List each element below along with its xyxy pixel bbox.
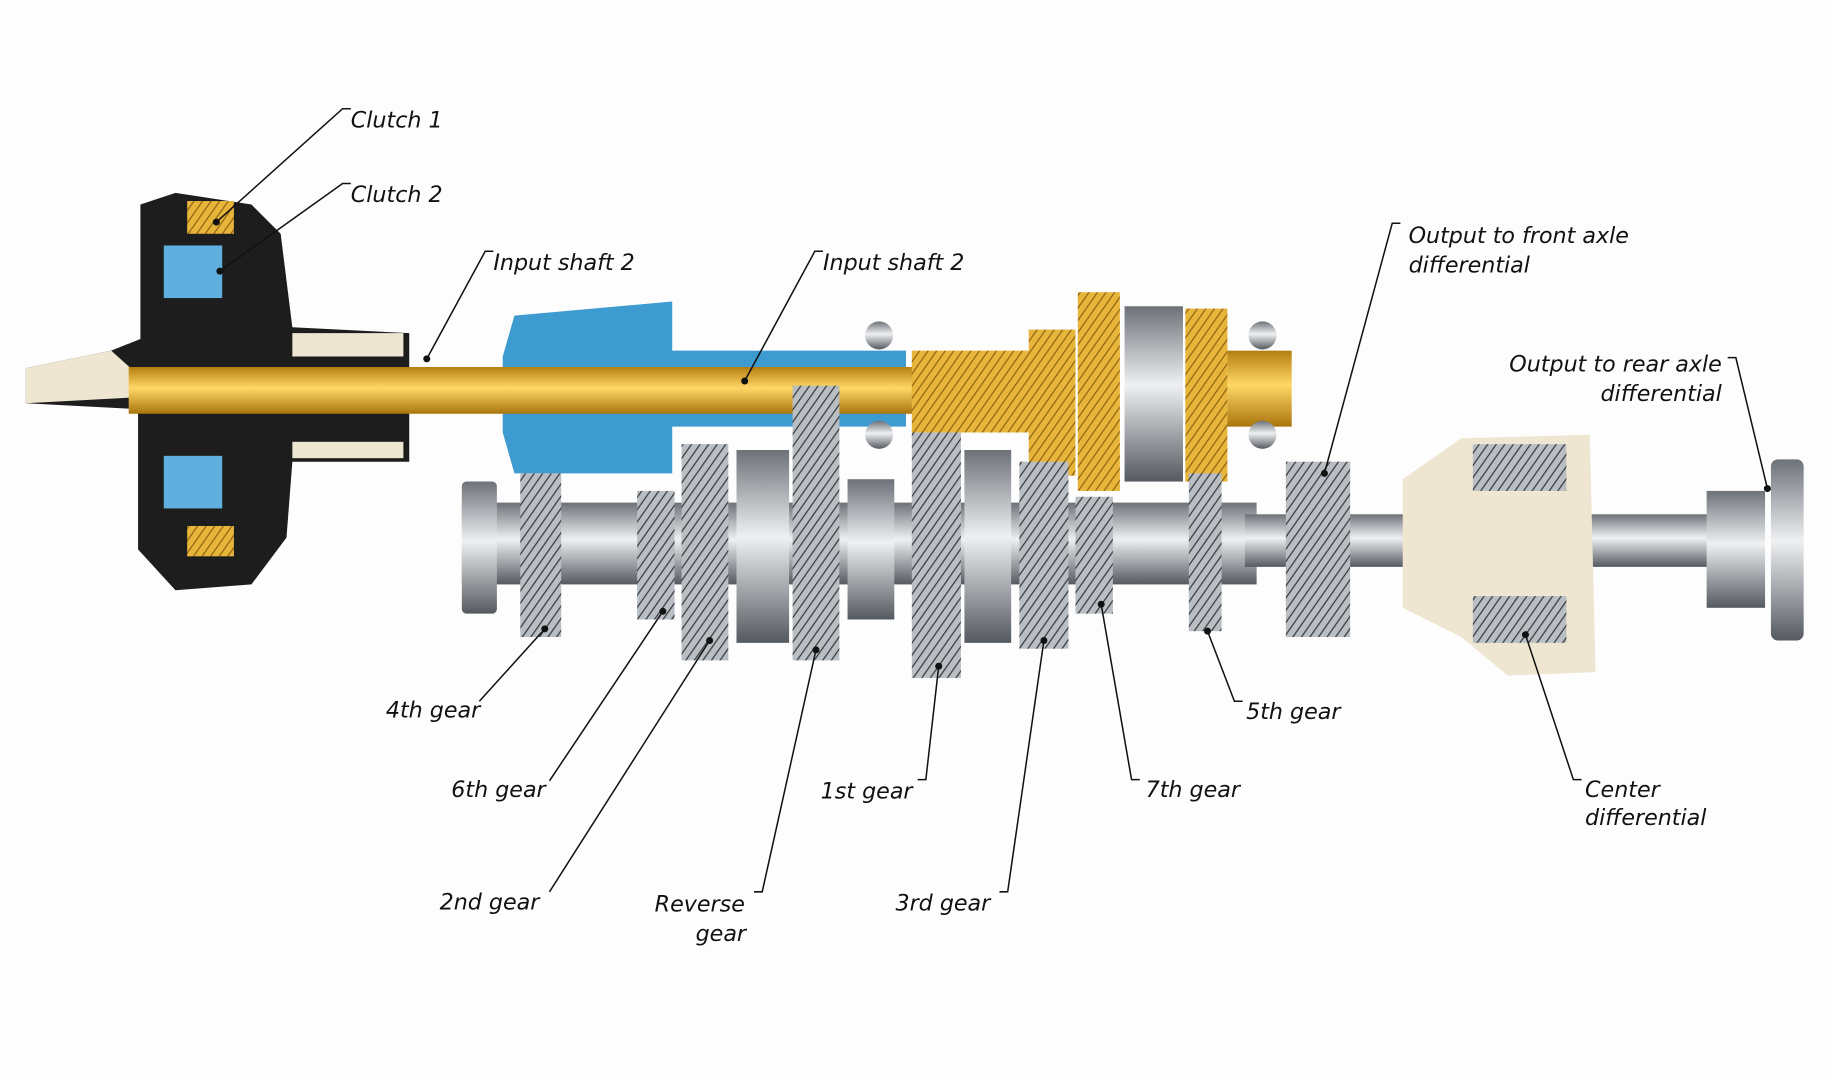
gear-1st	[911, 432, 961, 678]
input-shafts	[128, 292, 1292, 491]
gear-7th	[1075, 496, 1113, 614]
center-differential	[1244, 434, 1804, 676]
label-rear-output-1: Output to rear axle	[1509, 352, 1722, 378]
label-input-shaft-a: Input shaft 2	[493, 250, 634, 276]
label-3rd-gear: 3rd gear	[895, 891, 992, 917]
label-reverse-gear-2: gear	[696, 921, 748, 947]
label-4th-gear: 4th gear	[386, 698, 482, 724]
output-shaft-gears	[461, 385, 1257, 678]
label-center-diff-2: differential	[1585, 805, 1707, 831]
label-clutch-2: Clutch 2	[351, 182, 443, 208]
front-output-gear	[1285, 461, 1351, 638]
rear-output-flange	[1770, 459, 1804, 641]
label-input-shaft-b: Input shaft 2	[823, 250, 964, 276]
clutch-1-plates	[187, 201, 234, 234]
label-7th-gear: 7th gear	[1146, 777, 1242, 803]
label-reverse-gear-1: Reverse	[655, 892, 745, 918]
label-front-output-2: differential	[1409, 252, 1531, 278]
label-clutch-1: Clutch 1	[351, 107, 443, 133]
label-6th-gear: 6th gear	[451, 777, 547, 803]
gear-6th	[637, 490, 675, 620]
label-2nd-gear: 2nd gear	[440, 889, 542, 915]
gear-3rd	[1019, 461, 1069, 649]
label-1st-gear: 1st gear	[821, 778, 915, 804]
label-front-output-1: Output to front axle	[1409, 223, 1629, 249]
gear-5th	[1188, 473, 1222, 632]
input-shaft-1	[128, 367, 924, 414]
leader-lines	[212, 107, 1771, 893]
gear-reverse	[792, 385, 840, 661]
label-center-diff-1: Center	[1585, 777, 1662, 803]
label-rear-output-2: differential	[1600, 381, 1722, 407]
gear-2nd	[681, 444, 729, 661]
label-5th-gear: 5th gear	[1246, 699, 1342, 725]
gear-4th	[520, 473, 562, 638]
